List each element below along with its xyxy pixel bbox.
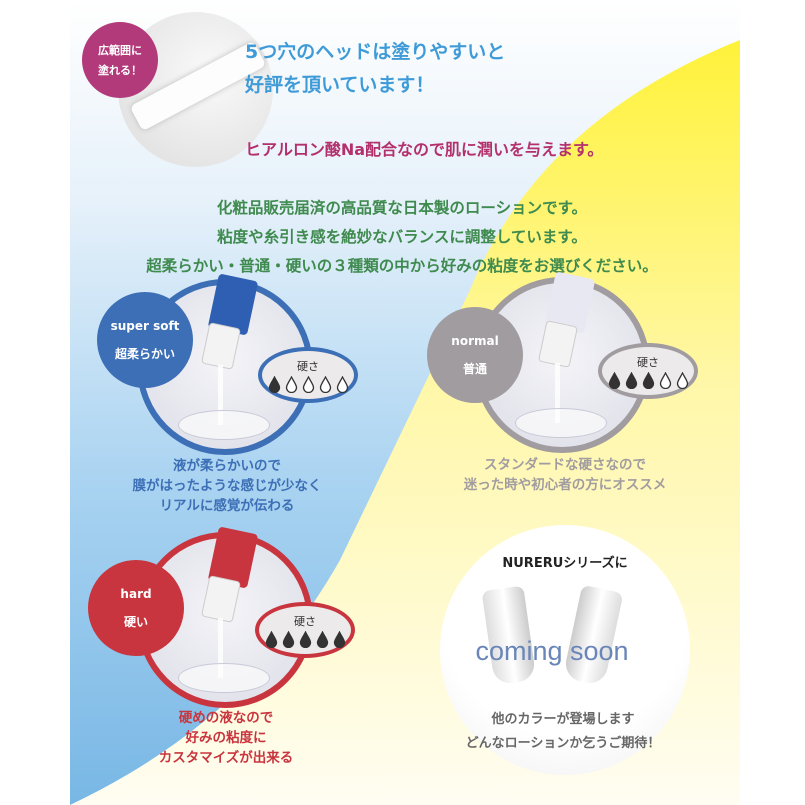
intro-line: 化粧品販売届済の高品質な日本製のローションです。 <box>216 199 588 217</box>
description-line: 好みの粘度に <box>185 730 267 746</box>
bottle-cap <box>200 575 242 623</box>
filled-drop-icon <box>268 375 280 393</box>
hardness-label: 硬さ <box>637 355 659 369</box>
description-line: 迷った時や初心者の方にオススメ <box>463 477 667 493</box>
filled-drop-icon <box>333 630 345 648</box>
lotion-puddle <box>178 410 270 440</box>
lotion-stream <box>218 365 223 425</box>
filled-drop-icon <box>625 371 637 389</box>
hardness-rating <box>608 371 689 389</box>
hardness-label: 硬さ <box>294 614 316 628</box>
hardness-rating <box>265 630 346 648</box>
filled-drop-icon <box>299 630 311 648</box>
badge-line: 広範囲に <box>98 44 142 57</box>
intro-line: 粘度や糸引き感を絶妙なバランスに調整しています。 <box>217 228 587 246</box>
hardness-bubble: 硬さ <box>598 343 698 399</box>
grade-name-jp: 普通 <box>462 361 487 376</box>
hardness-label: 硬さ <box>297 359 319 373</box>
bottle-cap <box>200 322 242 370</box>
headline: 5つ穴のヘッドは塗りやすいと 好評を頂いています！ <box>245 36 505 102</box>
coming-line: どんなローションか乞うご期待！ <box>465 736 661 751</box>
intro-line: 超柔らかい・普通・硬いの３種類の中から好みの粘度をお選びください。 <box>146 257 658 275</box>
lotion-stream <box>218 618 223 678</box>
description-line: 硬めの液なので <box>178 710 274 726</box>
intro-text: 化粧品販売届済の高品質な日本製のローションです。 粘度や糸引き感を絶妙なバランス… <box>146 194 658 281</box>
grade-description: 液が柔らかいので膜がはったような感じが少なくリアルに感覚が伝わる <box>133 456 322 516</box>
lotion-stream <box>555 363 560 423</box>
coming-text: 他のカラーが登場します どんなローションか乞うご期待！ <box>466 708 661 756</box>
empty-drop-icon <box>659 371 671 389</box>
description-line: カスタマイズが出来る <box>158 750 294 766</box>
headline-line: 5つ穴のヘッドは塗りやすいと <box>245 41 506 63</box>
empty-drop-icon <box>336 375 348 393</box>
hyaluronic-text: ヒアルロン酸Na配合なので肌に潤いを与えます。 <box>245 140 604 159</box>
coming-soon-circle <box>440 525 690 775</box>
hardness-rating <box>268 375 349 393</box>
empty-drop-icon <box>319 375 331 393</box>
grade-name-en: normal <box>451 333 499 348</box>
bottle-cap <box>537 320 579 368</box>
hardness-bubble: 硬さ <box>258 347 358 403</box>
description-line: リアルに感覚が伝わる <box>159 498 295 514</box>
filled-drop-icon <box>316 630 328 648</box>
empty-drop-icon <box>302 375 314 393</box>
grade-label-circle: hard 硬い <box>88 560 184 656</box>
grade-name-jp: 硬い <box>123 614 148 629</box>
description-line: スタンダードな硬さなので <box>484 457 646 473</box>
lotion-puddle <box>178 663 270 693</box>
grade-description: 硬めの液なので好みの粘度にカスタマイズが出来る <box>159 708 294 768</box>
coming-line: 他のカラーが登場します <box>491 712 635 727</box>
lotion-puddle <box>515 408 607 438</box>
filled-drop-icon <box>282 630 294 648</box>
grade-name-en: hard <box>120 586 152 601</box>
grade-name-en: super soft <box>110 318 180 333</box>
grade-label-circle: normal 普通 <box>427 307 523 403</box>
empty-drop-icon <box>676 371 688 389</box>
filled-drop-icon <box>608 371 620 389</box>
filled-drop-icon <box>265 630 277 648</box>
description-line: 液が柔らかいので <box>173 458 281 474</box>
empty-drop-icon <box>285 375 297 393</box>
filled-drop-icon <box>642 371 654 389</box>
coming-soon-text: coming soon <box>475 636 629 666</box>
grade-description: スタンダードな硬さなので迷った時や初心者の方にオススメ <box>464 455 667 495</box>
coming-title: NURERUシリーズに <box>502 556 628 571</box>
grade-label-circle: super soft 超柔らかい <box>97 292 193 388</box>
description-line: 膜がはったような感じが少なく <box>132 478 322 494</box>
hardness-bubble: 硬さ <box>255 602 355 658</box>
badge-line: 塗れる！ <box>98 64 142 77</box>
grade-name-jp: 超柔らかい <box>114 346 175 361</box>
wide-area-badge: 広範囲に 塗れる！ <box>82 22 158 98</box>
headline-line: 好評を頂いています！ <box>245 74 435 96</box>
